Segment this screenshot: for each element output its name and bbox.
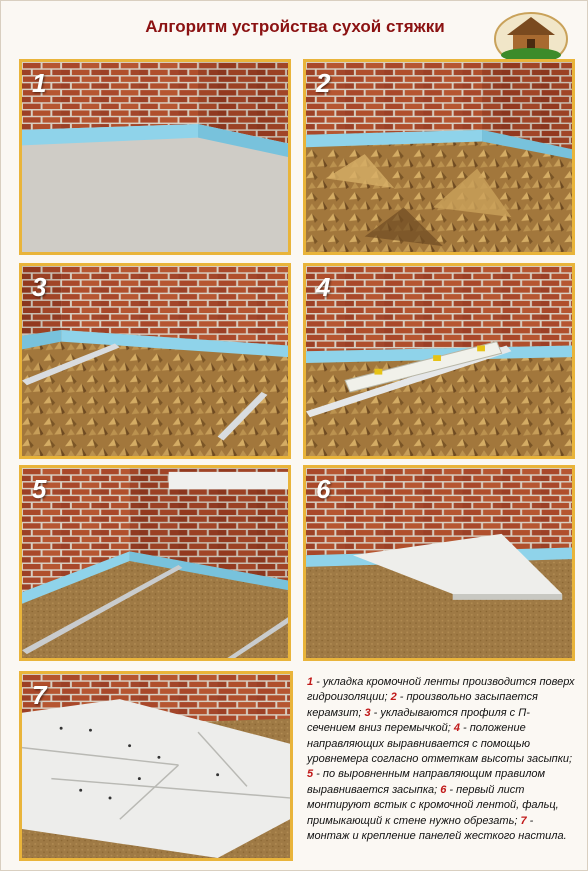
desc-step-number: 7 xyxy=(520,814,527,827)
desc-step-number: 4 xyxy=(453,722,460,735)
leveling-illustration xyxy=(306,266,572,456)
step-panel-2: 2 xyxy=(303,59,575,255)
bare-floor-illustration xyxy=(22,62,288,252)
expanded-clay-fill-illustration xyxy=(306,62,572,252)
page-title: Алгоритм устройства сухой стяжки xyxy=(145,17,445,36)
step-number: 2 xyxy=(316,68,331,98)
desc-step-number: 2 xyxy=(390,691,397,704)
step-panel-6: 6 xyxy=(303,465,575,661)
screeding-illustration xyxy=(22,468,288,658)
desc-step-text: - укладка кромочной ленты производится п… xyxy=(307,676,575,704)
desc-step-text: - произвольно засыпается керамзит; xyxy=(307,691,538,719)
step-panel-3: 3 xyxy=(19,263,291,459)
step-panel-1: 1 xyxy=(19,59,291,255)
step-number: 3 xyxy=(32,272,47,302)
desc-step-text: - по выровненным направляющим правилом в… xyxy=(307,768,546,796)
step-number: 4 xyxy=(316,272,331,302)
desc-step-number: 1 xyxy=(307,676,314,688)
panel-installation-illustration xyxy=(22,674,290,858)
desc-step-number: 3 xyxy=(364,706,371,719)
guide-profiles-illustration xyxy=(22,266,288,456)
desc-step-number: 6 xyxy=(440,783,447,796)
desc-step-text: - укладываются профиля с П-сечением вниз… xyxy=(307,706,530,735)
step-number: 1 xyxy=(32,68,47,98)
first-sheet-illustration xyxy=(306,468,572,658)
desc-step-text: - положение направляющих выравнивается с… xyxy=(307,722,573,766)
step-number: 5 xyxy=(32,474,47,504)
step-number: 6 xyxy=(316,474,331,504)
step-panel-7: 7 xyxy=(19,671,293,861)
desc-step-text: - монтаж и крепление панелей жесткого на… xyxy=(307,814,567,843)
steps-description: 1 - укладка кромочной ленты производится… xyxy=(307,675,577,844)
step-number: 7 xyxy=(32,680,47,710)
desc-step-text: - первый лист монтируют встык с кромочно… xyxy=(307,783,559,827)
step-panel-5: 5 xyxy=(19,465,291,661)
step-panel-4: 4 xyxy=(303,263,575,459)
desc-step-number: 5 xyxy=(307,768,314,781)
